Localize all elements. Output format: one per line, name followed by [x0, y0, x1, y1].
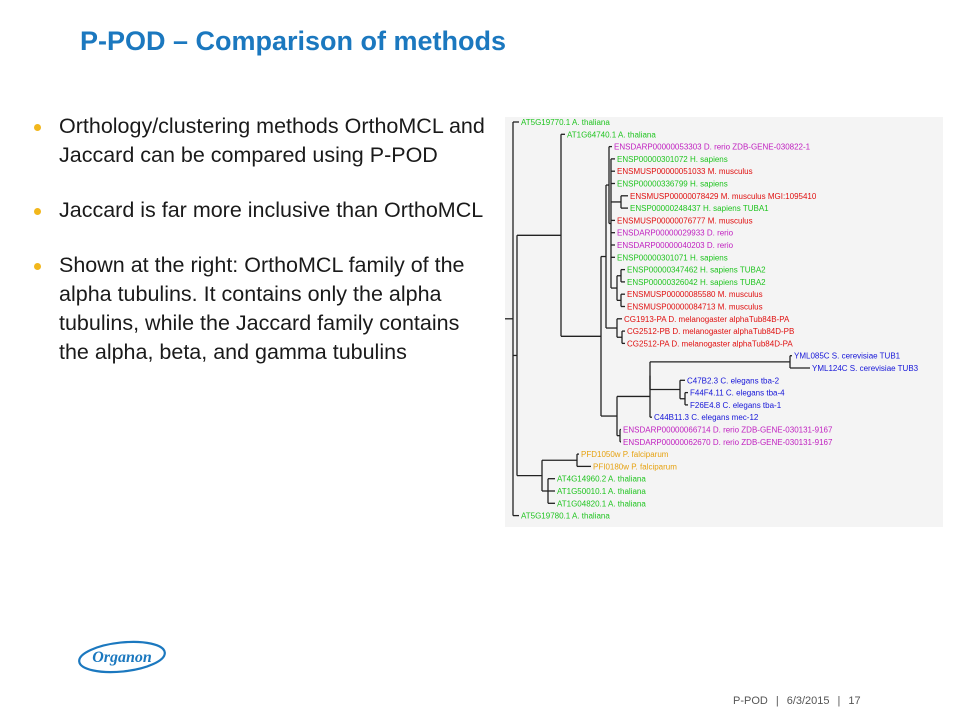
- tree-leaf-label: F26E4.8 C. elegans tba-1: [690, 401, 782, 410]
- tree-leaf-label: ENSP00000347462 H. sapiens TUBA2: [627, 266, 766, 275]
- tree-leaf-label: AT1G64740.1 A. thaliana: [567, 130, 656, 139]
- tree-leaf-label: CG1913-PA D. melanogaster alphaTub84B-PA: [624, 315, 790, 324]
- tree-leaf-label: ENSMUSP00000085580 M. musculus: [627, 290, 763, 299]
- bullet-item: Shown at the right: OrthoMCL family of t…: [34, 251, 494, 367]
- organon-logo: Organon: [76, 638, 168, 676]
- tree-leaf-label: YML124C S. cerevisiae TUB3: [812, 364, 919, 373]
- tree-leaf-label: ENSP00000301072 H. sapiens: [617, 155, 728, 164]
- tree-branches: [505, 121, 810, 517]
- bullet-dot-icon: [34, 124, 41, 131]
- tree-leaf-label: ENSP00000248437 H. sapiens TUBA1: [630, 204, 769, 213]
- tree-leaf-label: YML085C S. cerevisiae TUB1: [794, 352, 901, 361]
- slide-title: P-POD – Comparison of methods: [80, 26, 507, 56]
- footer-page-number: 17: [848, 695, 861, 707]
- bullet-dot-icon: [34, 208, 41, 215]
- logo-text: Organon: [92, 649, 152, 666]
- bullet-item: Orthology/clustering methods OrthoMCL an…: [34, 112, 494, 170]
- footer-label: P-POD: [733, 695, 768, 707]
- bullet-list: Orthology/clustering methods OrthoMCL an…: [34, 112, 494, 393]
- footer-date: 6/3/2015: [786, 695, 830, 707]
- tree-leaf-label: C47B2.3 C. elegans tba-2: [687, 376, 780, 385]
- tree-leaf-label: PFI0180w P. falciparum: [593, 462, 677, 471]
- bullet-text: Shown at the right: OrthoMCL family of t…: [59, 253, 465, 364]
- tree-leaf-label: CG2512-PB D. melanogaster alphaTub84D-PB: [627, 327, 794, 336]
- tree-leaf-label: F44F4.11 C. elegans tba-4: [690, 389, 785, 398]
- bullet-text: Jaccard is far more inclusive than Ortho…: [59, 198, 484, 222]
- tree-leaf-label: CG2512-PA D. melanogaster alphaTub84D-PA: [627, 339, 793, 348]
- footer-separator: |: [775, 695, 779, 707]
- tree-leaf-label: ENSP00000301071 H. sapiens: [617, 253, 728, 262]
- tree-leaf-label: AT5G19770.1 A. thaliana: [521, 118, 610, 127]
- tree-leaf-label: ENSDARP00000029933 D. rerio: [617, 229, 734, 238]
- logo-svg: Organon: [78, 640, 166, 674]
- tree-leaf-label: ENSMUSP00000076777 M. musculus: [617, 216, 753, 225]
- tree-leaf-label: AT4G14960.2 A. thaliana: [557, 475, 646, 484]
- tree-leaf-label: ENSMUSP00000078429 M. musculus MGI:10954…: [630, 192, 817, 201]
- tree-leaf-label: ENSDARP00000062670 D. rerio ZDB-GENE-030…: [623, 438, 833, 447]
- bullet-dot-icon: [34, 263, 41, 270]
- tree-leaf-label: ENSDARP00000040203 D. rerio: [617, 241, 734, 250]
- tree-leaf-label: ENSP00000336799 H. sapiens: [617, 180, 728, 189]
- tree-leaf-label: ENSMUSP00000084713 M. musculus: [627, 303, 763, 312]
- footer-separator: |: [837, 695, 841, 707]
- tree-leaf-label: AT5G19780.1 A. thaliana: [521, 512, 610, 521]
- tree-leaf-label: ENSDARP00000053303 D. rerio ZDB-GENE-030…: [614, 143, 811, 152]
- tree-leaf-label: AT1G50010.1 A. thaliana: [557, 487, 646, 496]
- bullet-text: Orthology/clustering methods OrthoMCL an…: [59, 114, 485, 167]
- tree-leaf-label: ENSDARP00000066714 D. rerio ZDB-GENE-030…: [623, 426, 833, 435]
- tree-leaf-label: AT1G04820.1 A. thaliana: [557, 499, 646, 508]
- tree-leaf-label: ENSMUSP00000051033 M. musculus: [617, 167, 753, 176]
- slide-footer: P-POD | 6/3/2015 | 17: [733, 695, 861, 707]
- tree-leaf-label: ENSP00000326042 H. sapiens TUBA2: [627, 278, 766, 287]
- bullet-item: Jaccard is far more inclusive than Ortho…: [34, 196, 494, 225]
- tree-leaf-label: C44B11.3 C. elegans mec-12: [654, 413, 759, 422]
- tree-leaf-label: PFD1050w P. falciparum: [581, 450, 669, 459]
